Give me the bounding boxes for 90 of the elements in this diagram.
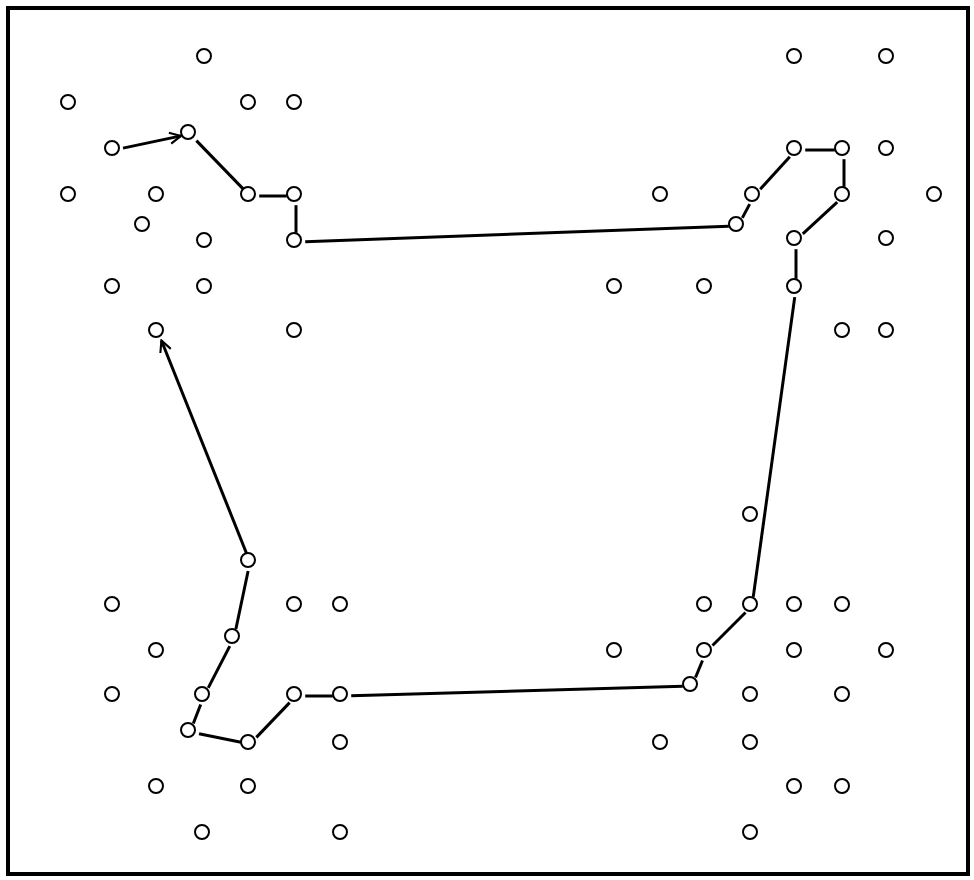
circle-marker xyxy=(134,216,151,233)
circle-marker xyxy=(744,186,761,203)
circle-marker xyxy=(180,124,197,141)
circle-marker xyxy=(104,596,121,613)
circle-marker xyxy=(834,186,851,203)
circle-marker xyxy=(742,596,759,613)
circle-marker xyxy=(148,322,165,339)
circle-marker xyxy=(194,686,211,703)
circle-marker xyxy=(224,628,241,645)
circle-marker xyxy=(742,734,759,751)
circle-marker xyxy=(240,778,257,795)
path-line xyxy=(305,694,333,698)
circle-marker xyxy=(742,506,759,523)
circle-marker xyxy=(286,322,303,339)
path-line xyxy=(805,148,835,152)
path-line xyxy=(694,659,704,679)
circle-marker xyxy=(194,824,211,841)
circle-marker xyxy=(332,596,349,613)
circle-marker xyxy=(148,642,165,659)
arrow xyxy=(122,131,183,150)
circle-marker xyxy=(878,322,895,339)
path-line xyxy=(842,159,846,187)
circle-marker xyxy=(786,230,803,247)
circle-marker xyxy=(786,140,803,157)
circle-marker xyxy=(878,642,895,659)
circle-marker xyxy=(926,186,943,203)
circle-marker xyxy=(332,686,349,703)
path-line xyxy=(801,201,839,235)
circle-marker xyxy=(180,722,197,739)
circle-marker xyxy=(834,322,851,339)
circle-marker xyxy=(696,596,713,613)
path-line xyxy=(294,205,298,233)
path-line xyxy=(206,645,232,689)
circle-marker xyxy=(728,216,745,233)
path-line xyxy=(751,296,797,598)
path-line xyxy=(195,139,245,191)
path-line xyxy=(259,194,287,198)
circle-marker xyxy=(652,186,669,203)
circle-marker xyxy=(606,642,623,659)
path-line xyxy=(191,704,203,724)
circle-marker xyxy=(240,94,257,111)
circle-marker xyxy=(606,278,623,295)
circle-marker xyxy=(104,278,121,295)
circle-marker xyxy=(786,778,803,795)
path-line xyxy=(305,224,729,244)
circle-marker xyxy=(286,94,303,111)
circle-marker xyxy=(148,778,165,795)
circle-marker xyxy=(696,642,713,659)
circle-marker xyxy=(786,278,803,295)
path-line xyxy=(794,249,798,279)
path-line xyxy=(198,732,242,744)
circle-marker xyxy=(332,734,349,751)
circle-marker xyxy=(742,686,759,703)
circle-marker xyxy=(240,186,257,203)
circle-marker xyxy=(332,824,349,841)
circle-marker xyxy=(196,48,213,65)
circle-marker xyxy=(286,232,303,249)
circle-marker xyxy=(652,734,669,751)
circle-marker xyxy=(878,48,895,65)
path-line xyxy=(255,701,291,739)
circle-marker xyxy=(240,734,257,751)
circle-marker xyxy=(834,596,851,613)
circle-marker xyxy=(682,676,699,693)
circle-marker xyxy=(834,686,851,703)
circle-marker xyxy=(786,48,803,65)
circle-marker xyxy=(240,552,257,569)
circle-marker xyxy=(60,186,77,203)
path-line xyxy=(234,570,250,630)
arrow xyxy=(159,339,248,554)
circle-marker xyxy=(834,140,851,157)
circle-marker xyxy=(196,278,213,295)
circle-marker xyxy=(742,824,759,841)
circle-marker xyxy=(834,778,851,795)
circle-marker xyxy=(696,278,713,295)
circle-marker xyxy=(878,230,895,247)
circle-marker xyxy=(786,596,803,613)
path-line xyxy=(759,155,791,191)
path-line xyxy=(711,611,747,647)
circle-marker xyxy=(878,140,895,157)
circle-marker xyxy=(286,686,303,703)
circle-marker xyxy=(104,686,121,703)
circle-marker xyxy=(148,186,165,203)
circle-marker xyxy=(286,596,303,613)
path-line xyxy=(741,203,751,219)
circle-marker xyxy=(286,186,303,203)
circle-marker xyxy=(104,140,121,157)
path-line xyxy=(351,684,683,698)
circle-marker xyxy=(60,94,77,111)
circle-marker xyxy=(786,642,803,659)
circle-marker xyxy=(196,232,213,249)
